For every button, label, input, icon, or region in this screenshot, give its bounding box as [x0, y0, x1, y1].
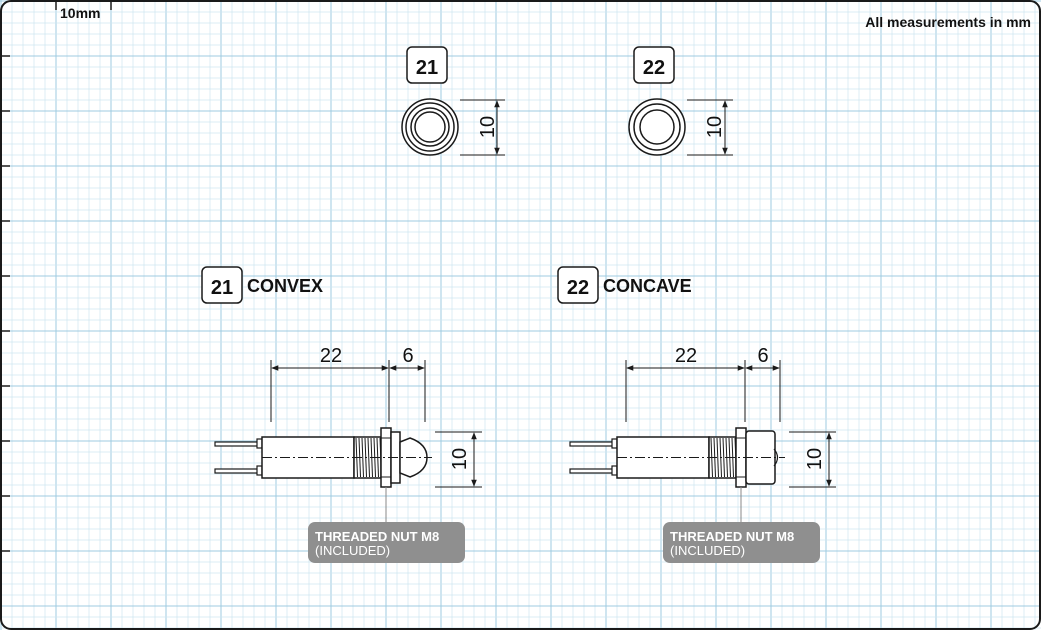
- top-view-22: 22 10: [628, 46, 733, 156]
- dimension-body-length: 22: [320, 345, 342, 367]
- callout-title: THREADED NUT M8: [670, 529, 794, 544]
- dimension-diameter: 10: [704, 116, 726, 138]
- callout-title: THREADED NUT M8: [315, 529, 439, 544]
- concave-lens: [773, 448, 779, 467]
- variant-title: CONVEX: [247, 276, 323, 296]
- top-view-21: 21 10: [401, 46, 505, 156]
- scale-label: 10mm: [60, 5, 100, 21]
- callout-subtitle: (INCLUDED): [670, 543, 745, 558]
- dimension-diameter: 10: [477, 116, 499, 138]
- nut-callout: [308, 522, 465, 563]
- side-view-21-convex: 21 CONVEX 22 6 10: [201, 266, 482, 563]
- led-front-view: [401, 98, 459, 156]
- side-view-22-concave: 22 CONCAVE 22 6 10: [557, 266, 836, 563]
- connector-pins: [214, 438, 263, 476]
- badge-number: 22: [567, 277, 589, 299]
- nut-callout: [663, 522, 820, 563]
- dimension-head-length: 6: [402, 345, 413, 367]
- dimension-diameter: 10: [449, 448, 471, 470]
- units-note: All measurements in mm: [865, 14, 1031, 30]
- badge-number: 22: [643, 57, 665, 79]
- variant-title: CONCAVE: [603, 276, 692, 296]
- connector-pins: [569, 438, 618, 476]
- badge: [201, 266, 243, 304]
- badge: [633, 46, 675, 84]
- left-ruler-ticks: [2, 55, 10, 552]
- badge-number: 21: [416, 57, 438, 79]
- led-front-view: [628, 98, 686, 156]
- callout-subtitle: (INCLUDED): [315, 543, 390, 558]
- badge-number: 21: [211, 277, 233, 299]
- dimension-body-length: 22: [675, 345, 697, 367]
- badge: [557, 266, 599, 304]
- badge: [406, 46, 448, 84]
- dimension-diameter: 10: [804, 448, 826, 470]
- dimension-head-length: 6: [757, 345, 768, 367]
